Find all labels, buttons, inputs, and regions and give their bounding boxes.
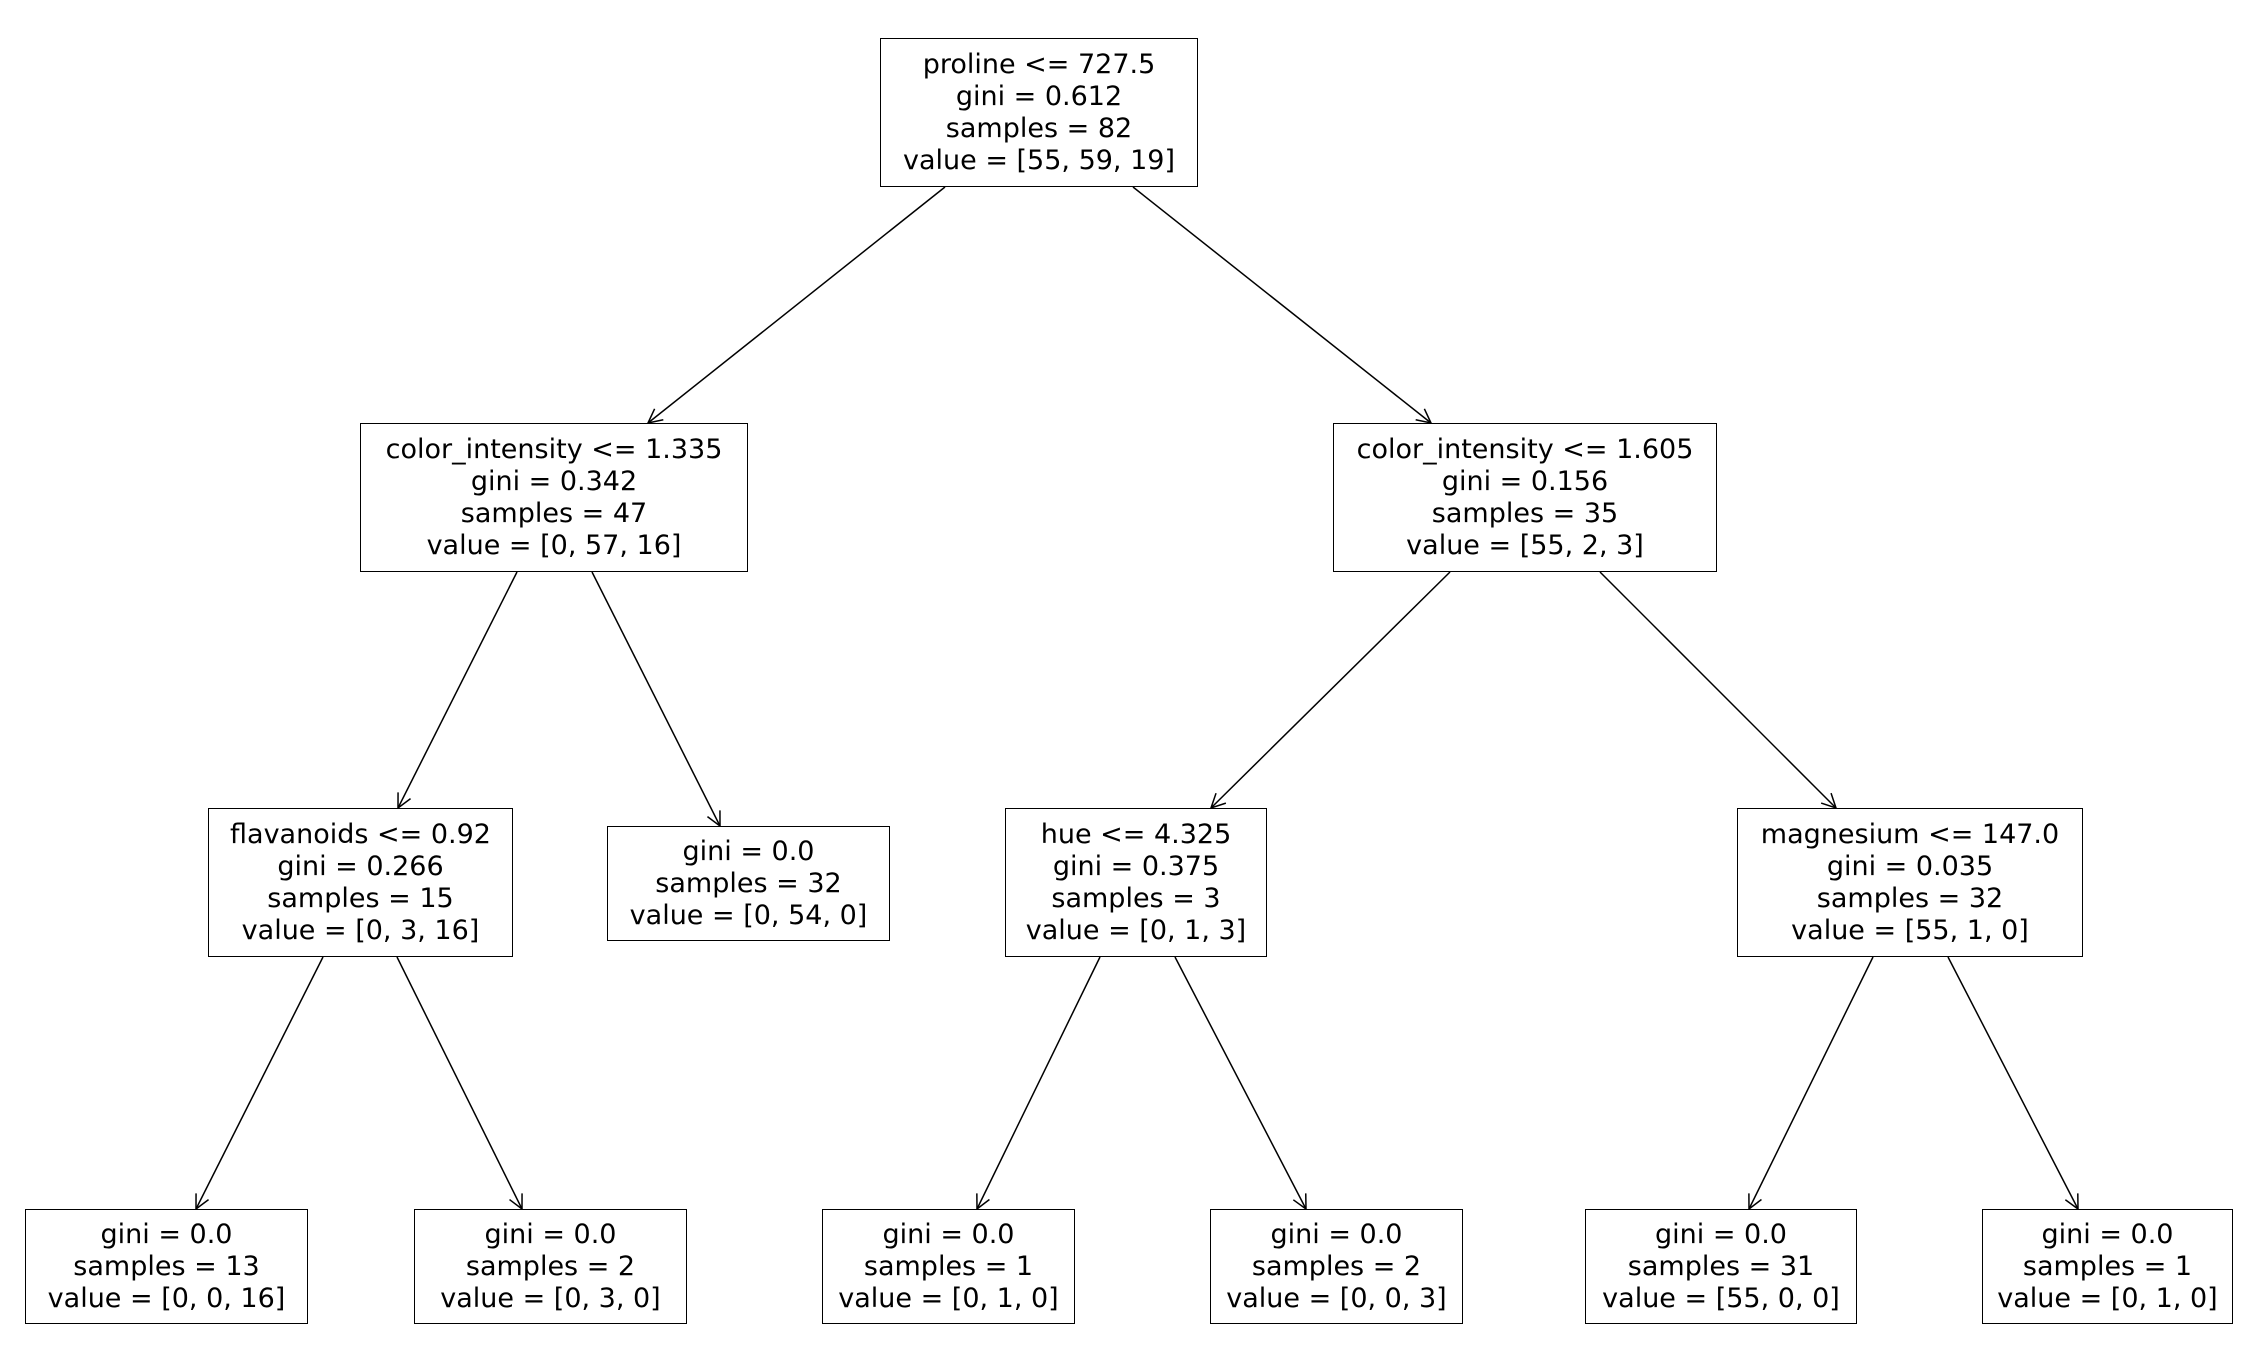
samples-line: samples = 1	[2022, 1250, 2193, 1282]
edge-hue-leaf010a	[976, 956, 1101, 1211]
samples-line: samples = 31	[1627, 1250, 1815, 1282]
edge-root-right	[1132, 186, 1433, 425]
samples-line: samples = 1	[863, 1250, 1034, 1282]
node-magnesium: magnesium <= 147.0 gini = 0.035 samples …	[1737, 808, 2083, 957]
samples-line: samples = 2	[1251, 1250, 1422, 1282]
samples-line: samples = 32	[1816, 882, 2004, 914]
leaf-value-0-0-3: gini = 0.0 samples = 2 value = [0, 0, 3]	[1210, 1209, 1463, 1324]
split-condition: magnesium <= 147.0	[1760, 818, 2060, 850]
leaf-value-0-1-0-left: gini = 0.0 samples = 1 value = [0, 1, 0]	[822, 1209, 1075, 1324]
edge-hue-leaf003	[1174, 956, 1307, 1211]
edge-magnesium-leaf010b	[1947, 956, 2079, 1211]
leaf-value-55-0-0: gini = 0.0 samples = 31 value = [55, 0, …	[1585, 1209, 1857, 1324]
edge-root-left	[646, 186, 946, 425]
leaf-value-0-0-16: gini = 0.0 samples = 13 value = [0, 0, 1…	[25, 1209, 308, 1324]
node-hue: hue <= 4.325 gini = 0.375 samples = 3 va…	[1005, 808, 1267, 957]
split-condition: flavanoids <= 0.92	[230, 818, 491, 850]
gini-line: gini = 0.266	[277, 850, 444, 882]
gini-line: gini = 0.0	[882, 1218, 1015, 1250]
node-flavanoids: flavanoids <= 0.92 gini = 0.266 samples …	[208, 808, 513, 957]
edge-flavanoids-leaf030	[396, 956, 523, 1211]
leaf-value-0-1-0-right: gini = 0.0 samples = 1 value = [0, 1, 0]	[1982, 1209, 2233, 1324]
samples-line: samples = 2	[465, 1250, 636, 1282]
gini-line: gini = 0.156	[1441, 465, 1609, 497]
edge-ci1605-hue	[1209, 571, 1451, 810]
split-condition: color_intensity <= 1.335	[385, 433, 723, 465]
edge-ci1335-leaf54	[591, 571, 721, 828]
samples-line: samples = 3	[1051, 882, 1221, 914]
gini-line: gini = 0.0	[2041, 1218, 2174, 1250]
value-line: value = [0, 0, 16]	[47, 1282, 286, 1314]
value-line: value = [55, 0, 0]	[1602, 1282, 1840, 1314]
gini-line: gini = 0.035	[1826, 850, 1994, 882]
gini-line: gini = 0.375	[1052, 850, 1220, 882]
edge-ci1605-magnesium	[1599, 571, 1838, 810]
value-line: value = [55, 1, 0]	[1791, 914, 2029, 946]
value-line: value = [0, 57, 16]	[426, 529, 682, 561]
edge-ci1335-flavanoids	[397, 571, 518, 810]
leaf-value-0-54-0: gini = 0.0 samples = 32 value = [0, 54, …	[607, 826, 890, 941]
gini-line: gini = 0.0	[1655, 1218, 1787, 1250]
gini-line: gini = 0.612	[955, 80, 1123, 112]
value-line: value = [0, 1, 0]	[1997, 1282, 2218, 1314]
value-line: value = [0, 54, 0]	[629, 899, 868, 931]
samples-line: samples = 82	[945, 112, 1133, 144]
samples-line: samples = 32	[655, 867, 842, 899]
value-line: value = [55, 2, 3]	[1406, 529, 1644, 561]
node-proline: proline <= 727.5 gini = 0.612 samples = …	[880, 38, 1198, 187]
gini-line: gini = 0.0	[1270, 1218, 1403, 1250]
node-color-intensity-left: color_intensity <= 1.335 gini = 0.342 sa…	[360, 423, 748, 572]
edge-magnesium-leaf5500	[1748, 956, 1874, 1211]
value-line: value = [55, 59, 19]	[902, 144, 1175, 176]
gini-line: gini = 0.0	[100, 1218, 233, 1250]
gini-line: gini = 0.0	[682, 835, 815, 867]
value-line: value = [0, 0, 3]	[1226, 1282, 1447, 1314]
samples-line: samples = 13	[73, 1250, 260, 1282]
split-condition: proline <= 727.5	[922, 48, 1156, 80]
node-color-intensity-right: color_intensity <= 1.605 gini = 0.156 sa…	[1333, 423, 1717, 572]
edge-flavanoids-leaf0016	[195, 956, 324, 1211]
samples-line: samples = 15	[267, 882, 454, 914]
gini-line: gini = 0.0	[484, 1218, 617, 1250]
samples-line: samples = 47	[460, 497, 648, 529]
value-line: value = [0, 3, 16]	[241, 914, 480, 946]
gini-line: gini = 0.342	[470, 465, 638, 497]
value-line: value = [0, 3, 0]	[440, 1282, 661, 1314]
samples-line: samples = 35	[1431, 497, 1619, 529]
split-condition: hue <= 4.325	[1040, 818, 1232, 850]
leaf-value-0-3-0: gini = 0.0 samples = 2 value = [0, 3, 0]	[414, 1209, 687, 1324]
value-line: value = [0, 1, 3]	[1025, 914, 1247, 946]
value-line: value = [0, 1, 0]	[838, 1282, 1059, 1314]
split-condition: color_intensity <= 1.605	[1356, 433, 1694, 465]
